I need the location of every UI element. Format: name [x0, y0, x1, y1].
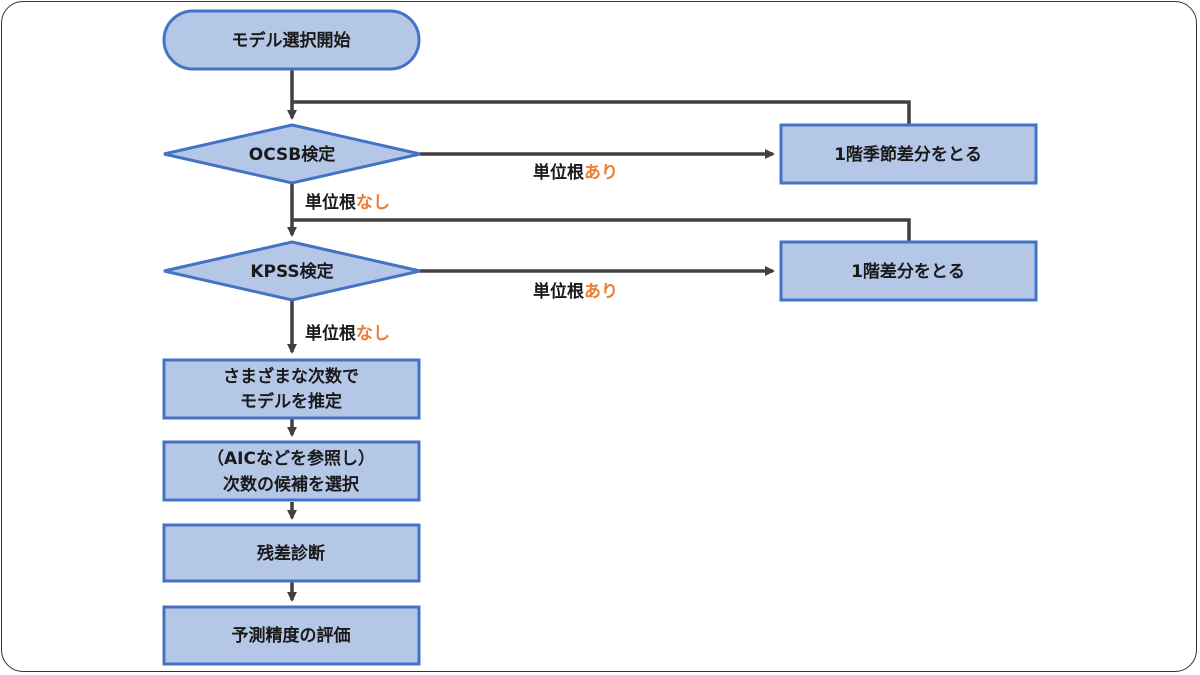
connectors	[287, 70, 911, 602]
residual-label: 残差診断	[257, 543, 325, 564]
diff-label: 1階差分をとる	[851, 261, 965, 282]
kpss-no-label: 単位根なし	[305, 323, 390, 344]
select-label-line2: 次数の候補を選択	[223, 474, 360, 495]
kpss-decision-label: KPSS検定	[250, 261, 333, 282]
estimate-label-line2: モデルを推定	[240, 391, 342, 412]
ocsb-decision-label: OCSB検定	[249, 144, 335, 165]
evaluate-label: 予測精度の評価	[232, 625, 351, 646]
diff-node: 1階差分をとる	[779, 240, 1038, 302]
start-node: モデル選択開始	[162, 9, 421, 71]
seasonal-diff-node: 1階季節差分をとる	[779, 123, 1038, 185]
start-node-label: モデル選択開始	[232, 30, 351, 51]
ocsb-no-label: 単位根なし	[305, 192, 390, 213]
select-label-line1: （AICなどを参照し）	[207, 448, 375, 469]
ocsb-decision: OCSB検定	[163, 123, 421, 185]
ocsb-yes-label: 単位根あり	[533, 162, 618, 183]
seasonal-diff-label: 1階季節差分をとる	[834, 144, 982, 165]
kpss-yes-label: 単位根あり	[533, 281, 618, 302]
estimate-node: さまざまな次数で モデルを推定	[162, 358, 421, 420]
kpss-decision: KPSS検定	[163, 240, 421, 302]
connector-seasonal-loop	[292, 100, 911, 124]
select-node: （AICなどを参照し） 次数の候補を選択	[162, 440, 421, 502]
connector-diff-loop	[292, 218, 911, 242]
evaluate-node: 予測精度の評価	[162, 605, 421, 666]
residual-node: 残差診断	[162, 523, 421, 583]
estimate-label-line1: さまざまな次数で	[223, 366, 359, 387]
